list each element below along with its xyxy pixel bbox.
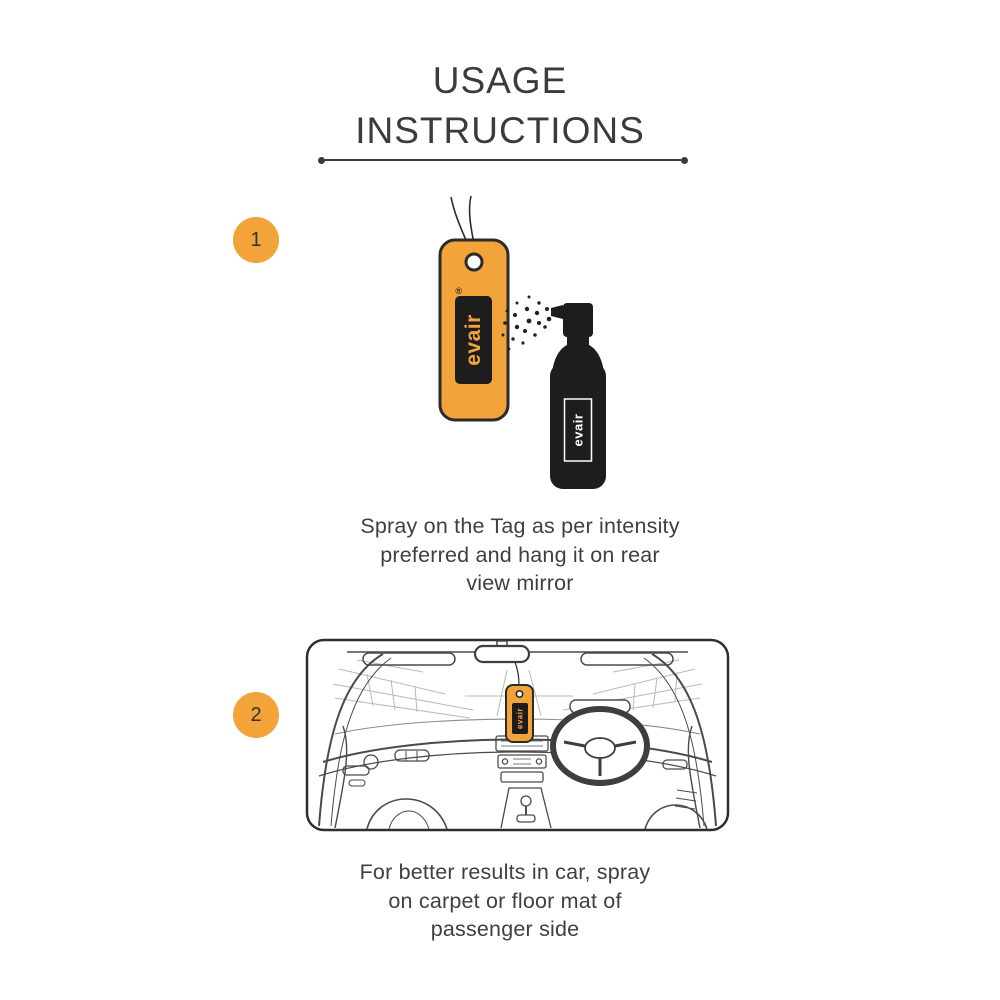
step-2-illustration: evair	[305, 638, 730, 832]
registered-mark: ®	[455, 286, 462, 296]
step-1-badge: 1	[233, 217, 279, 263]
tag-brand-text: evair	[462, 314, 485, 366]
divider-left-dot	[318, 156, 325, 164]
air-freshener-tag: ® evair	[438, 238, 510, 422]
steering-wheel	[550, 699, 650, 786]
car-radio	[497, 754, 547, 769]
title-divider	[318, 156, 688, 164]
gear-console	[500, 787, 552, 829]
page-title-line2: INSTRUCTIONS	[355, 110, 645, 151]
page-title: USAGE INSTRUCTIONS	[0, 56, 1000, 156]
step-2-caption-line1: For better results in car, spray	[359, 860, 651, 884]
right-seat	[644, 804, 708, 830]
spray-mist	[501, 295, 552, 351]
a-pillars	[318, 653, 717, 827]
tag-label	[455, 296, 492, 384]
left-seat	[366, 798, 448, 830]
hanging-tag-brand-text: evair	[516, 708, 525, 729]
step-1-caption-line3: view mirror	[466, 571, 574, 595]
step-1-illustration: ® evair evair	[438, 195, 606, 489]
step-2-caption: For better results in car, spray on carp…	[255, 858, 755, 944]
rearview-mirror	[473, 640, 531, 664]
tag-hole	[464, 252, 484, 272]
step-2-number: 2	[250, 703, 262, 726]
step-2-caption-line3: passenger side	[430, 917, 580, 941]
step-1-caption: Spray on the Tag as per intensity prefer…	[270, 512, 770, 598]
center-console	[495, 735, 552, 829]
doors-and-seats	[334, 725, 708, 830]
divider-line	[325, 159, 681, 161]
left-door-handle	[342, 765, 370, 776]
spray-bottle: evair	[550, 303, 606, 489]
bottle-label	[563, 398, 593, 462]
side-air-vent	[363, 754, 379, 770]
hanging-tag: evair	[505, 661, 534, 743]
step-2-caption-line2: on carpet or floor mat of	[388, 888, 622, 913]
right-door-handle	[662, 759, 688, 770]
gear-knob	[520, 795, 532, 807]
spray-nozzle	[551, 305, 563, 319]
divider-right-dot	[681, 156, 688, 164]
bottle-brand-text: evair	[571, 414, 586, 447]
step-1-caption-line1: Spray on the Tag as per intensity	[360, 514, 680, 538]
left-air-vent	[394, 749, 430, 762]
step-1-number: 1	[250, 228, 262, 251]
step-1-caption-line2: preferred and hang it on rear	[380, 542, 660, 567]
page-title-line1: USAGE	[432, 60, 568, 101]
step-2-badge: 2	[233, 692, 279, 738]
